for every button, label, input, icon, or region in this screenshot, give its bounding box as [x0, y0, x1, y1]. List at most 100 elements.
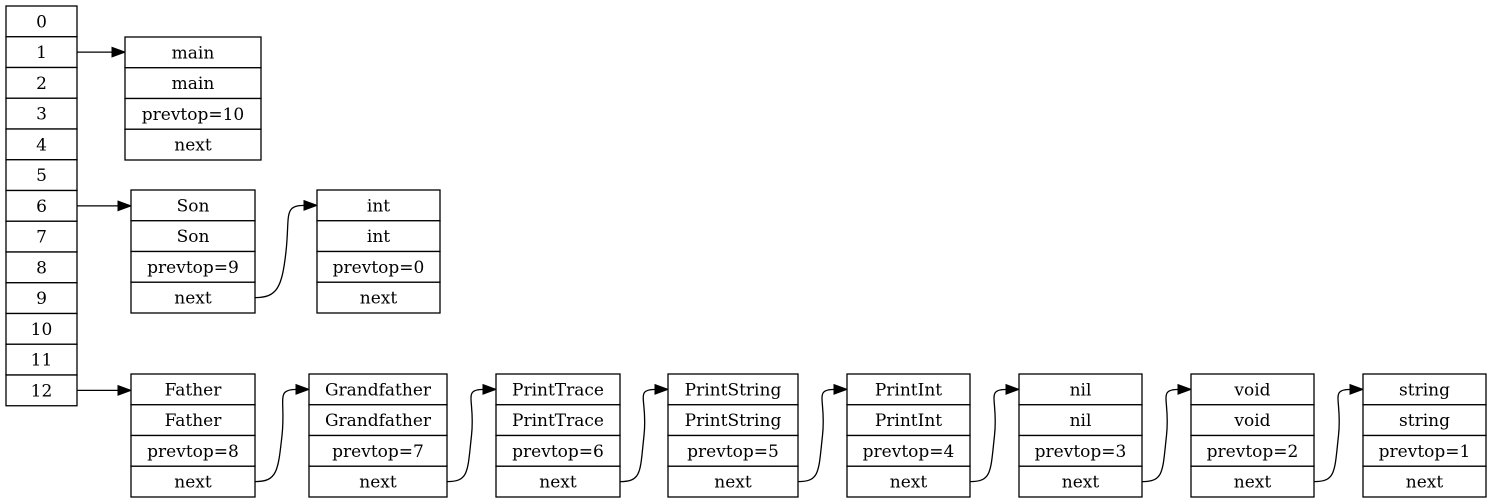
node-field-type: Father: [165, 411, 223, 431]
slot-3: 3: [5, 97, 78, 130]
node-field-cell: [667, 404, 799, 437]
slot-label: 8: [36, 258, 47, 278]
slot-label: 1: [36, 43, 47, 63]
next-pointer: [254, 199, 319, 299]
arrowhead: [833, 383, 849, 395]
node-field-cell: [1362, 404, 1487, 437]
slot-cell: [5, 36, 78, 69]
next-pointer: [969, 383, 1021, 483]
next-pointer: [1313, 383, 1365, 483]
node-field-next: next: [1062, 473, 1100, 493]
slot-2: 2: [5, 66, 78, 99]
node-field-type: void: [1233, 411, 1270, 431]
node-field-name: nil: [1070, 380, 1092, 400]
node-field-name: void: [1233, 380, 1270, 400]
arrowhead: [1005, 383, 1021, 395]
node-field-cell: [846, 465, 971, 498]
node-field-cell: [1362, 465, 1487, 498]
slot-cell: [5, 374, 78, 407]
slot-label: 0: [36, 12, 47, 32]
node-field-type: PrintString: [685, 411, 782, 431]
node-field-cell: [1190, 373, 1315, 406]
slot-label: 5: [36, 166, 47, 186]
node-field-cell: [1362, 434, 1487, 467]
slot-6-pointer: [77, 200, 133, 212]
node-field-cell: [130, 373, 256, 406]
node-field-next: next: [714, 473, 752, 493]
node-field-cell: [667, 465, 799, 498]
slot-10: 10: [5, 312, 78, 345]
slot-label: 12: [31, 381, 53, 401]
node-field-name: Father: [165, 380, 223, 400]
next-pointer-curve: [446, 388, 485, 483]
node-field-next: next: [174, 136, 212, 156]
node-field-cell: [1190, 465, 1315, 498]
next-pointer: [619, 383, 670, 483]
node-field-prevtop: prevtop=1: [1379, 442, 1471, 462]
node-field-name: Son: [177, 196, 210, 216]
node-field-prevtop: prevtop=8: [147, 442, 239, 462]
node-field-type: main: [172, 74, 215, 94]
node-field-cell: [308, 373, 448, 406]
arrowhead: [1349, 383, 1365, 395]
node-field-next: next: [1234, 473, 1272, 493]
next-pointer-curve: [254, 388, 298, 483]
slot-label: 4: [36, 135, 47, 155]
node-field-type: PrintInt: [875, 411, 942, 431]
node-field-type: Grandfather: [325, 411, 432, 431]
node-field-prevtop: prevtop=6: [512, 442, 604, 462]
slot-label: 7: [36, 228, 47, 248]
slot-cell: [5, 159, 78, 192]
slot-cell: [5, 282, 78, 315]
slot-12: 12: [5, 374, 78, 407]
node-field-next: next: [890, 473, 928, 493]
slot-1: 1: [5, 36, 78, 69]
node-field-cell: [308, 404, 448, 437]
node-field-cell: [316, 281, 441, 314]
slot-9: 9: [5, 282, 78, 315]
next-pointer: [254, 383, 311, 483]
next-pointer-curve: [797, 388, 836, 483]
arrowhead: [111, 46, 127, 58]
node-field-prevtop: prevtop=7: [332, 442, 424, 462]
node-field-next: next: [1406, 473, 1444, 493]
node-field-cell: [124, 128, 262, 161]
node-field-name: Grandfather: [325, 380, 432, 400]
node-field-next: next: [174, 473, 212, 493]
node-field-name: string: [1399, 380, 1450, 400]
node-field-cell: [130, 465, 256, 498]
node-field-name: int: [367, 196, 390, 216]
node-field-cell: [1018, 465, 1143, 498]
next-pointer-curve: [1141, 388, 1180, 483]
pointer-arrows: [77, 46, 1365, 483]
node-field-type: nil: [1070, 411, 1092, 431]
next-pointer-curve: [1313, 388, 1352, 483]
node-field-cell: [308, 465, 448, 498]
next-pointer: [446, 383, 498, 483]
node-field-cell: [1190, 434, 1315, 467]
arrowhead: [117, 200, 133, 212]
next-pointer: [797, 383, 849, 483]
next-pointer-curve: [254, 204, 306, 299]
slot-label: 10: [31, 320, 53, 340]
arrowhead: [654, 383, 670, 395]
node-field-cell: [1018, 404, 1143, 437]
node-field-type: int: [367, 227, 390, 247]
node-field-next: next: [174, 289, 212, 309]
node-field-cell: [308, 434, 448, 467]
slot-5: 5: [5, 159, 78, 192]
node-field-prevtop: prevtop=0: [333, 258, 425, 278]
node-field-cell: [495, 465, 621, 498]
node-field-prevtop: prevtop=10: [142, 105, 245, 125]
node-field-cell: [667, 434, 799, 467]
node-field-next: next: [359, 473, 397, 493]
slot-cell: [5, 343, 78, 376]
